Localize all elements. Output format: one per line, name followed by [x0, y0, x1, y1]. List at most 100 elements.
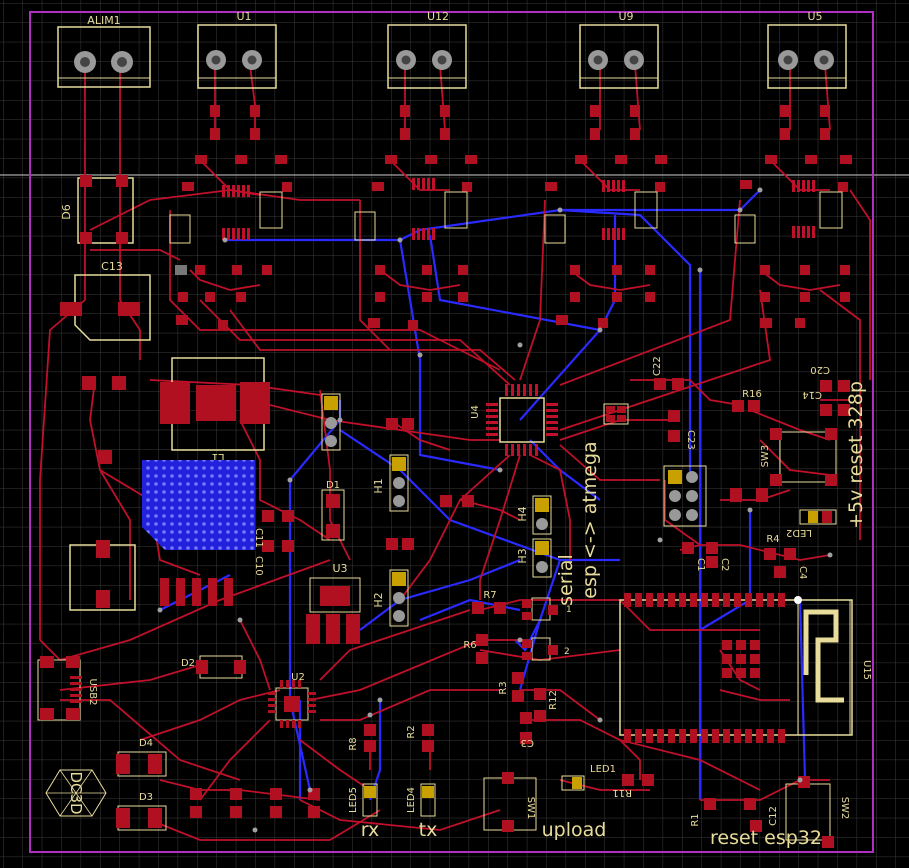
resistors-r6-r7[interactable]: R7 R6 — [463, 590, 506, 664]
capacitors-c1-c2-c4-r4[interactable]: R4 C1 C2 C4 — [682, 534, 808, 579]
header-h5[interactable] — [321, 393, 341, 451]
driver-block-4[interactable] — [734, 105, 852, 328]
r4-label: R4 — [766, 534, 779, 545]
u1-label: U1 — [236, 10, 251, 23]
capacitor-c6-electrolytic[interactable] — [69, 540, 136, 611]
usb-connector-usb2[interactable]: USB2 — [37, 656, 98, 721]
c10-label: C10 — [253, 556, 264, 576]
button-sw3[interactable]: SW3 — [760, 428, 837, 486]
terminal-block-u9[interactable]: U9 — [579, 10, 659, 89]
mosfet-q1[interactable]: 1 — [522, 597, 572, 621]
sw3-label: SW3 — [760, 445, 771, 468]
upload-text: upload — [542, 819, 607, 841]
u12-label: U12 — [427, 10, 449, 23]
header-h2[interactable]: H2 — [372, 569, 409, 627]
header-h1[interactable]: H1 — [372, 454, 409, 512]
header-h4[interactable]: H4 — [516, 495, 552, 535]
diode-d2[interactable]: D2 — [181, 655, 246, 679]
capacitors-c22-c23[interactable]: C22 C23 — [652, 356, 696, 449]
logo-text: DC3D — [67, 771, 85, 814]
capacitors-c6-c7-c8-c9[interactable] — [190, 788, 320, 818]
u2-label: U2 — [291, 672, 305, 683]
header-h3[interactable]: H3 — [516, 538, 552, 578]
resistor-r18[interactable] — [386, 418, 414, 430]
terminal-block-u1[interactable]: U1 — [197, 10, 277, 89]
icsp-header-u2[interactable] — [663, 465, 707, 527]
c13-label: C13 — [101, 260, 123, 273]
pin2-label: 2 — [564, 647, 570, 657]
capacitor-c5[interactable] — [82, 376, 126, 390]
reset-328p-text: +5v reset 328p — [845, 381, 867, 529]
board-outline — [29, 11, 874, 853]
led-led5[interactable]: LED5 — [348, 783, 378, 817]
alim1-label: ALIM1 — [87, 14, 120, 27]
u3-label: U3 — [332, 562, 347, 575]
d1-label: D1 — [326, 480, 340, 491]
button-sw1-upload[interactable]: SW1 — [483, 772, 537, 832]
resistor-r11[interactable]: R11 — [612, 774, 654, 798]
vias — [157, 187, 833, 833]
led1-label: LED1 — [590, 764, 616, 775]
capacitor-c16[interactable] — [98, 450, 112, 464]
rx-text: rx — [361, 819, 380, 841]
atmega-chip-u4[interactable]: U4 — [470, 384, 558, 456]
u9-label: U9 — [618, 10, 633, 23]
usb-serial-chip-u2[interactable]: U2 — [268, 672, 316, 728]
r7-label: R7 — [483, 590, 496, 601]
regulator-u8[interactable] — [142, 460, 255, 606]
h4-label: H4 — [516, 506, 529, 521]
terminal-block-u5[interactable]: U5 — [767, 10, 847, 89]
mosfet-q2[interactable]: 2 — [522, 637, 570, 661]
regulator-u3[interactable]: U3 — [306, 562, 361, 644]
r1-label: R1 — [690, 813, 701, 826]
c11-label: C11 — [253, 528, 264, 548]
d3-label: D3 — [139, 792, 153, 803]
capacitor-c13[interactable]: C13 — [60, 260, 151, 341]
diode-d1[interactable]: D1 — [321, 480, 345, 541]
d4-label: D4 — [139, 738, 153, 749]
c3-label: C3 — [521, 737, 534, 748]
resistor-r19[interactable] — [386, 538, 414, 550]
resistor-r16[interactable]: R16 — [732, 389, 762, 412]
usb2-label: USB2 — [87, 679, 98, 706]
resistor-r17[interactable] — [730, 488, 768, 502]
bridge-rectifier-d6[interactable]: D6 — [60, 175, 134, 244]
led5-label: LED5 — [348, 787, 359, 813]
terminal-block-alim1[interactable]: ALIM1 — [57, 14, 151, 88]
led4-label: LED4 — [406, 787, 417, 813]
inductor-l1[interactable]: L1 — [160, 357, 270, 464]
esp-atmega-text: esp <-> atmega — [579, 441, 601, 598]
c14-label: C14 — [802, 389, 822, 400]
led-led2[interactable]: LED2 — [786, 509, 837, 538]
d6-label: D6 — [60, 204, 73, 219]
crystal-x1[interactable] — [603, 403, 629, 425]
r11-label: R11 — [612, 787, 632, 798]
r2-label: R2 — [406, 725, 417, 738]
c20-label: C20 — [810, 364, 830, 375]
pin1-label: 1 — [566, 605, 572, 615]
r3-label: R3 — [498, 681, 509, 694]
r8-label: R8 — [348, 737, 359, 750]
resistors-r3-r12-c3[interactable]: R3 R12 C3 — [498, 672, 559, 748]
capacitors-c10-c11[interactable]: C11 C10 — [253, 510, 294, 576]
reset-esp32-text: reset esp32 — [710, 827, 822, 849]
terminal-block-u12[interactable]: U12 — [387, 10, 467, 89]
led-led4[interactable]: LED4 — [406, 783, 436, 817]
u5-label: U5 — [807, 10, 822, 23]
capacitors-c14-c20[interactable]: C20 C14 — [802, 364, 850, 416]
h1-label: H1 — [372, 478, 385, 493]
driver-block-2[interactable] — [354, 105, 477, 330]
r16-label: R16 — [742, 389, 762, 400]
d2-label: D2 — [181, 658, 195, 669]
resistor-r1-c12[interactable]: R1 C12 — [690, 798, 779, 832]
diodes-d3-d4[interactable]: D4 D3 — [116, 738, 167, 831]
esp32-module-u15[interactable]: U15 — [619, 593, 872, 743]
driver-block-1[interactable] — [169, 105, 292, 330]
resistor-r14[interactable] — [440, 495, 474, 507]
driver-block-3[interactable] — [544, 105, 667, 328]
resistors-r8-r2[interactable]: R8 R2 — [348, 724, 434, 752]
r6-label: R6 — [463, 640, 476, 651]
u15-label: U15 — [861, 660, 872, 680]
led-led1[interactable]: LED1 — [561, 764, 616, 791]
